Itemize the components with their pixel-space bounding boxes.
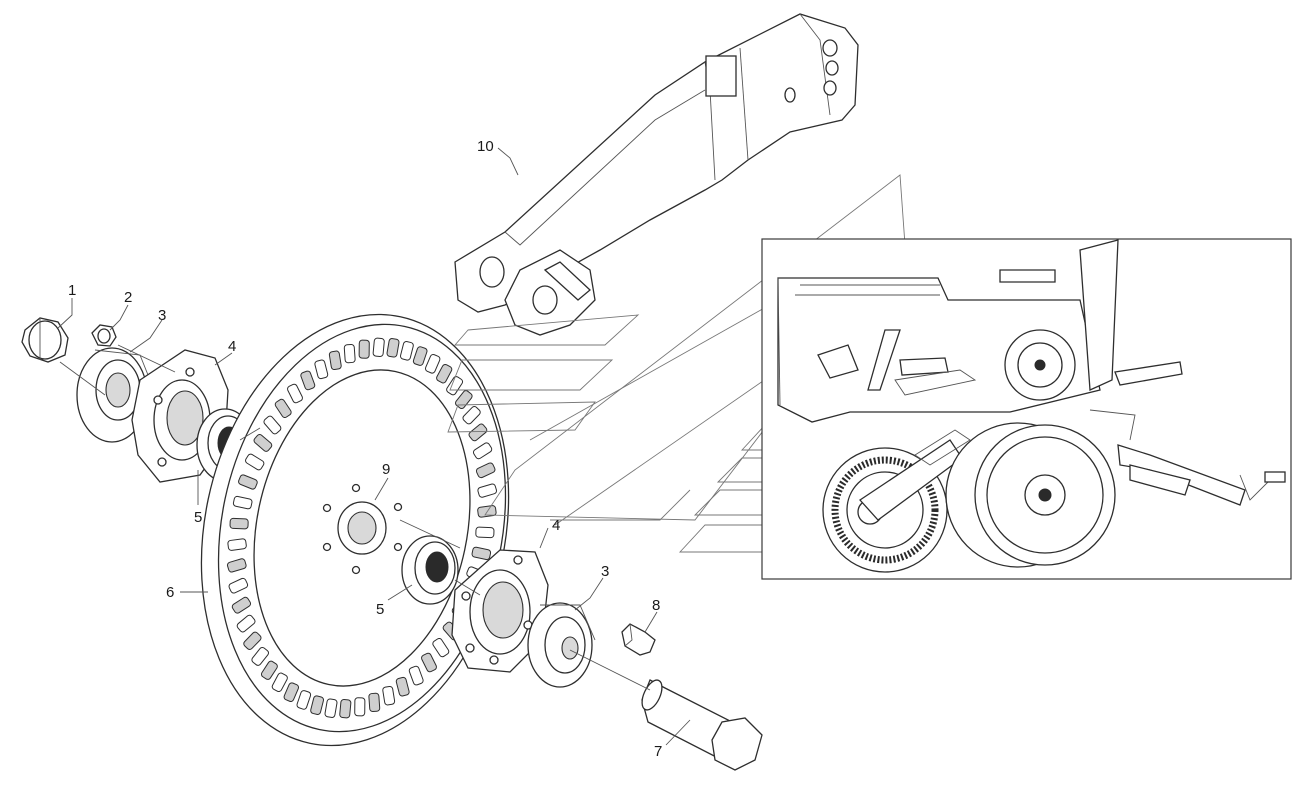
tread-lug	[271, 672, 288, 693]
tread-lug	[424, 353, 441, 374]
callout-6: 6	[166, 584, 174, 601]
small-bolt-part-8	[621, 623, 656, 656]
tread-lug	[263, 415, 282, 435]
tread-lug	[260, 660, 278, 680]
tread-lug	[477, 483, 498, 498]
assembly-inset	[761, 238, 1292, 580]
arm-bracket-part-10	[454, 13, 859, 336]
tread-lug	[395, 676, 410, 697]
callout-4-right: 4	[552, 517, 560, 534]
tread-lug	[382, 685, 396, 706]
tread-lug	[314, 359, 329, 380]
tread-lug	[283, 682, 300, 703]
callout-8: 8	[652, 597, 660, 614]
tread-lug	[368, 692, 381, 713]
tread-lug	[236, 614, 256, 633]
tread-lug	[328, 350, 342, 371]
tread-lug	[227, 538, 247, 551]
tread-lug	[358, 339, 370, 359]
bearing-part-5-right	[401, 535, 459, 605]
tread-lug	[475, 526, 495, 539]
tread-lug	[421, 652, 437, 673]
tread-lug	[232, 495, 253, 510]
hub-washer-part-9	[337, 501, 387, 555]
tread-lug	[462, 406, 481, 425]
tread-lug	[399, 340, 414, 361]
tread-lug	[472, 442, 493, 460]
callout-3-right: 3	[601, 563, 609, 580]
washer-cap-part-3-right	[527, 602, 596, 688]
callout-labels: 1 2 3 4 5 6 9 5 4 3 8 7 10	[68, 138, 662, 760]
tread-lug	[310, 695, 325, 716]
flange-part-4-right	[451, 549, 549, 673]
tread-lug	[300, 370, 316, 391]
callout-5-left: 5	[194, 509, 202, 526]
callout-5-right: 5	[376, 601, 384, 618]
nut-part-1	[21, 317, 69, 363]
tread-lug	[228, 577, 249, 594]
tread-lug	[408, 665, 424, 686]
tread-lug	[412, 346, 428, 366]
tread-lug	[354, 697, 366, 717]
tread-lug	[471, 546, 492, 561]
tread-lug	[274, 398, 292, 419]
tread-lug	[226, 558, 247, 573]
tread-lug	[287, 383, 303, 404]
tread-lug	[245, 453, 265, 471]
tread-lug	[475, 462, 496, 479]
tread-lug	[229, 517, 249, 530]
tread-lug	[468, 423, 488, 442]
tread-lug	[372, 337, 385, 357]
nut-part-2	[91, 324, 117, 347]
callout-4-left: 4	[228, 338, 236, 355]
tread-lug	[386, 338, 400, 358]
tread-lug	[432, 637, 450, 658]
callout-2: 2	[124, 289, 132, 306]
tread-lug	[339, 699, 352, 719]
tread-lug	[436, 363, 453, 384]
callout-10: 10	[477, 138, 494, 155]
tread-lug	[231, 596, 252, 614]
tread-lug	[296, 690, 312, 710]
callout-3-left: 3	[158, 307, 166, 324]
tread-lug	[251, 646, 269, 666]
callout-7: 7	[654, 743, 662, 760]
tread-lug	[238, 474, 258, 490]
tread-lug	[253, 433, 273, 452]
tread-lug	[324, 698, 338, 718]
leader-lines	[57, 147, 691, 746]
tread-lug	[455, 390, 473, 410]
tread-lug	[243, 631, 262, 650]
callout-9: 9	[382, 461, 390, 478]
callout-1: 1	[68, 282, 76, 299]
tread-lug	[343, 343, 356, 364]
